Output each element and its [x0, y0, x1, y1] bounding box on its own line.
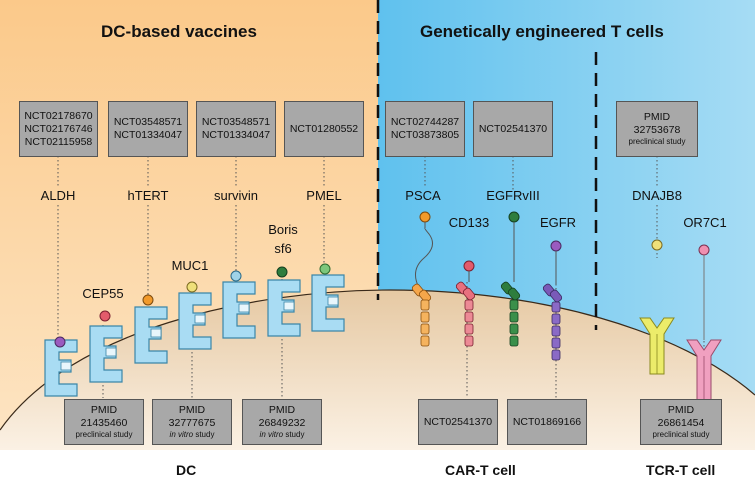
- car-egfrviii: [500, 211, 521, 347]
- antigen-label-survivin: survivin: [213, 188, 259, 203]
- antigen-label-sf6: sf6: [274, 241, 292, 256]
- study-note: in vitro study: [260, 430, 305, 440]
- study-note-rest: study: [283, 430, 305, 439]
- box-cd133-trial: NCT02541370: [418, 399, 498, 445]
- box-egfrviii-trials: NCT02541370: [473, 101, 553, 157]
- antigen-label-cd133: CD133: [448, 215, 490, 230]
- antigen-dot-muc1: [186, 281, 198, 293]
- receptor-pmel: [311, 274, 345, 332]
- trial-id: NCT03548571: [113, 116, 183, 128]
- trial-id: NCT01334047: [201, 129, 271, 141]
- pmid-label: PMID: [90, 404, 118, 416]
- box-psca-trials: NCT02744287 NCT03873805: [385, 101, 465, 157]
- pmid-id: 26861454: [657, 417, 705, 429]
- antigen-label-aldh: ALDH: [40, 188, 76, 203]
- car-cd133: [455, 260, 476, 347]
- study-note-italic: in vitro: [169, 430, 194, 439]
- study-note: preclinical study: [652, 430, 710, 439]
- receptor-aldh: [44, 339, 78, 397]
- antigen-label-egfr: EGFR: [539, 215, 577, 230]
- pmid-label: PMID: [268, 404, 296, 416]
- box-pmel-trials: NCT01280552: [284, 101, 364, 157]
- car-psca: [411, 211, 434, 347]
- car-receptors: [411, 211, 563, 361]
- car-egfr: [542, 240, 563, 361]
- pmid-label: PMID: [667, 404, 695, 416]
- box-dnajb8-pmid: PMID 32753678 preclinical study: [616, 101, 698, 157]
- receptor-cep55: [89, 325, 123, 383]
- antigen-dot-boris: [276, 266, 288, 278]
- antigen-label-pmel: PMEL: [306, 188, 342, 203]
- trial-id: NCT02744287: [390, 116, 460, 128]
- trial-id: NCT01869166: [512, 415, 582, 428]
- pmid-id: 21435460: [80, 417, 128, 429]
- trial-id: NCT02176746: [24, 122, 93, 135]
- trial-id: NCT03873805: [390, 129, 460, 141]
- antigen-label-htert: hTERT: [127, 188, 169, 203]
- study-note-rest: study: [193, 430, 215, 439]
- receptor-survivin: [222, 281, 256, 339]
- study-note: preclinical study: [75, 430, 133, 439]
- box-boris-pmid: PMID 26849232 in vitro study: [242, 399, 322, 445]
- pmid-id: 32753678: [633, 124, 681, 136]
- receptor-htert: [134, 306, 168, 364]
- receptor-boris: [267, 279, 301, 337]
- study-note-italic: in vitro: [259, 430, 284, 439]
- pmid-id: 32777675: [168, 417, 216, 429]
- antigen-label-psca: PSCA: [405, 188, 441, 203]
- receptor-muc1: [178, 292, 212, 350]
- box-muc1-pmid: PMID 32777675 in vitro study: [152, 399, 232, 445]
- trial-id: NCT02178670: [24, 109, 93, 122]
- antigen-dot-htert: [142, 294, 154, 306]
- box-survivin-trials: NCT03548571 NCT01334047: [196, 101, 276, 157]
- tcr-dnajb8: [639, 239, 675, 375]
- antigen-label-cep55: CEP55: [82, 286, 124, 301]
- footer-background: [0, 450, 755, 488]
- box-cep55-pmid: PMID 21435460 preclinical study: [64, 399, 144, 445]
- dc-section-title: DC-based vaccines: [101, 22, 257, 41]
- antigen-dot-aldh: [54, 336, 66, 348]
- trial-id: NCT02115958: [24, 135, 93, 148]
- box-or7c1-pmid: PMID 26861454 preclinical study: [640, 399, 722, 445]
- dc-receptors: [44, 274, 345, 397]
- trial-id: NCT02541370: [478, 122, 548, 135]
- study-note: in vitro study: [170, 430, 215, 440]
- antigen-dot-cep55: [99, 310, 111, 322]
- pmid-label: PMID: [178, 404, 206, 416]
- box-aldh-trials: NCT02178670 NCT02176746 NCT02115958: [19, 101, 98, 157]
- antigen-label-muc1: MUC1: [171, 258, 209, 273]
- footer-label-dc: DC: [176, 462, 197, 478]
- antigen-dot-survivin: [230, 270, 242, 282]
- footer-label-tcr-t: TCR-T cell: [646, 462, 716, 478]
- trial-id: NCT02541370: [423, 415, 493, 428]
- dc-antigen-dots: [54, 263, 331, 348]
- antigen-label-boris: Boris: [268, 222, 298, 237]
- study-note: preclinical study: [628, 137, 686, 146]
- antigen-label-or7c1: OR7C1: [683, 215, 727, 230]
- trial-id: NCT01334047: [113, 129, 183, 141]
- trial-id: NCT03548571: [201, 116, 271, 128]
- antigen-label-egfrviii: EGFRvIII: [486, 188, 540, 203]
- trial-id: NCT01280552: [289, 122, 359, 135]
- footer-label-car-t: CAR-T cell: [445, 462, 516, 478]
- pmid-label: PMID: [643, 111, 671, 123]
- box-egfr-trial: NCT01869166: [507, 399, 587, 445]
- pmid-id: 26849232: [258, 417, 306, 429]
- antigen-dot-pmel: [319, 263, 331, 275]
- tcell-section-title: Genetically engineered T cells: [420, 22, 664, 41]
- box-htert-trials: NCT03548571 NCT01334047: [108, 101, 188, 157]
- antigen-label-dnajb8: DNAJB8: [632, 188, 682, 203]
